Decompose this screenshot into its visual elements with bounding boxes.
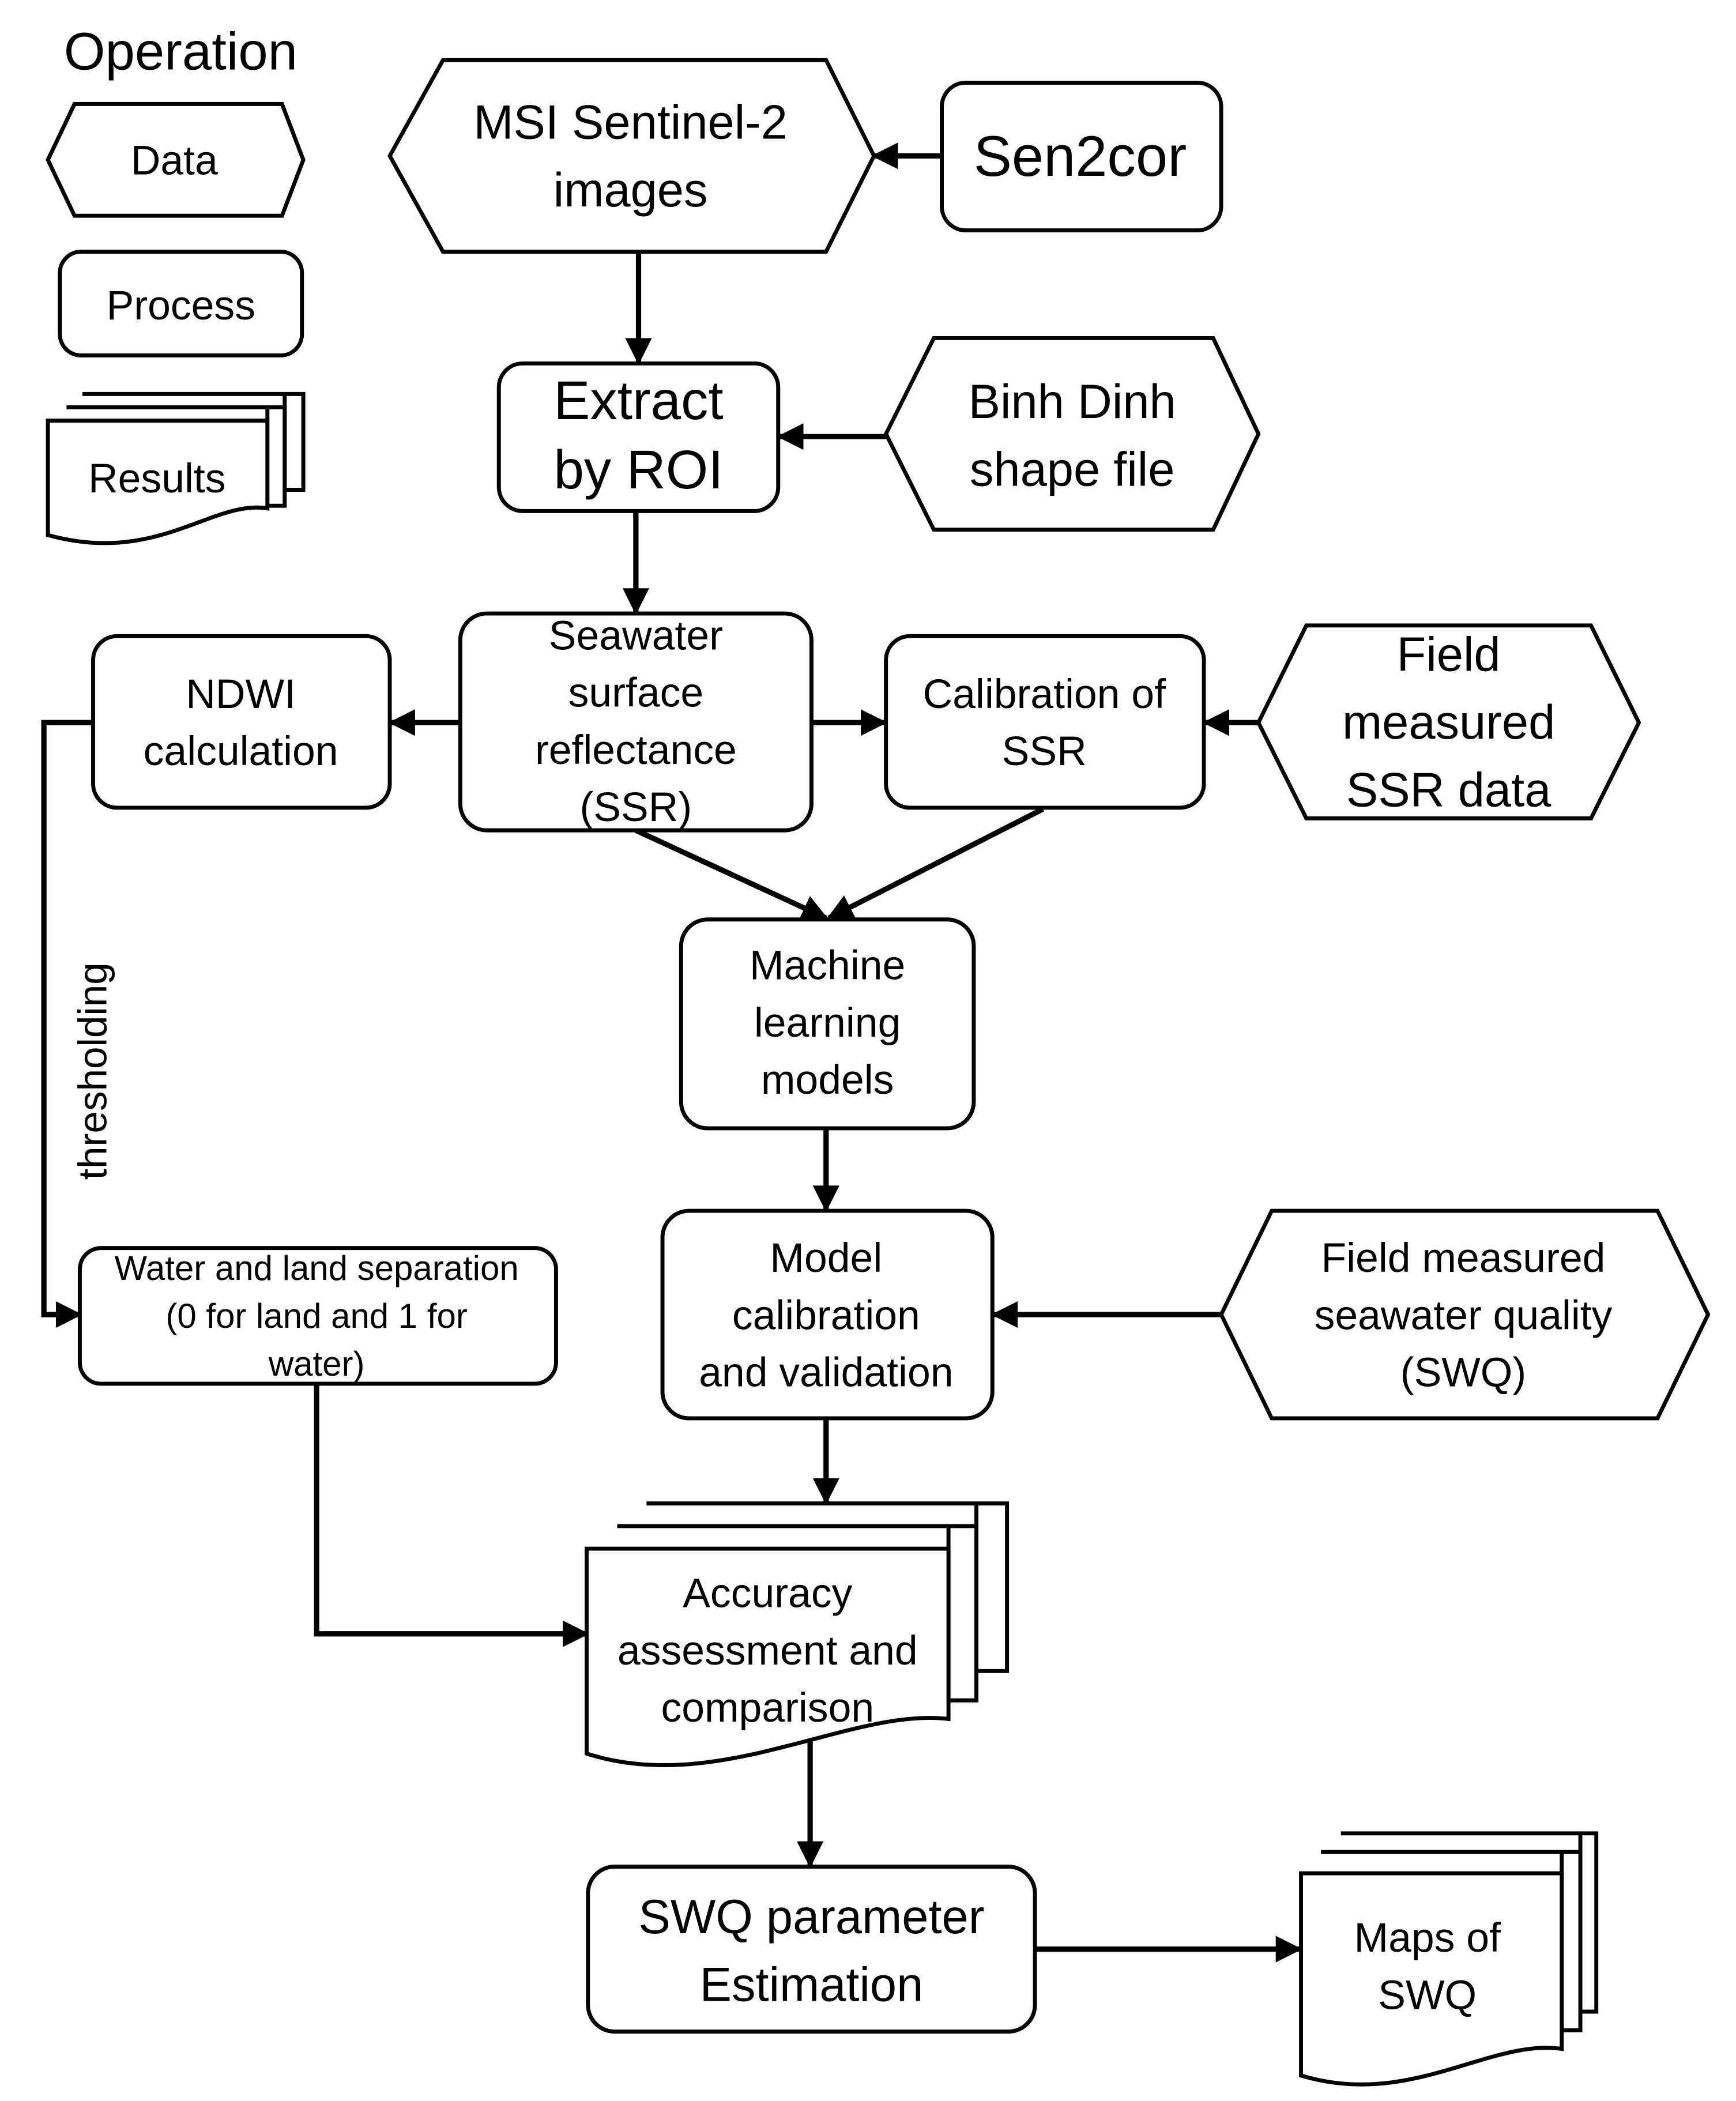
label-line: MSI Sentinel-2 bbox=[473, 95, 788, 149]
label-line: (SSR) bbox=[580, 784, 692, 830]
maps-text: Maps of SWQ bbox=[1354, 1915, 1501, 2018]
node-ndwi: NDWI calculation bbox=[91, 634, 392, 810]
label-line: Maps of bbox=[1354, 1915, 1501, 1961]
label-line: Estimation bbox=[700, 1958, 924, 2012]
label-line: comparison bbox=[661, 1685, 874, 1731]
label-line: Model bbox=[770, 1235, 882, 1281]
node-calibration-ssr: Calibration of SSR bbox=[884, 634, 1206, 810]
sen2cor-text: Sen2cor bbox=[974, 125, 1187, 189]
legend-data-label: Data bbox=[131, 138, 218, 184]
label-line: Sen2cor bbox=[974, 125, 1187, 189]
label-line: SWQ bbox=[1378, 1972, 1477, 2018]
label-line: and validation bbox=[699, 1350, 953, 1396]
edge-calibration-ml bbox=[826, 807, 1045, 921]
calibration-ssr-text: Calibration of SSR bbox=[923, 671, 1166, 774]
model-cal-text: Model calibration and validation bbox=[699, 1235, 953, 1395]
thresholding-label: thresholding bbox=[70, 962, 115, 1180]
legend: Operation Data Process Results bbox=[46, 21, 306, 545]
label-line: images bbox=[553, 163, 708, 217]
msi-text: MSI Sentinel-2 images bbox=[473, 95, 788, 217]
accuracy-text: Accuracy assessment and comparison bbox=[617, 1571, 918, 1731]
label-line: SSR data bbox=[1346, 763, 1552, 817]
node-sen2cor: Sen2cor bbox=[940, 80, 1223, 233]
label-line: shape file bbox=[970, 443, 1175, 496]
label-line: NDWI bbox=[186, 671, 296, 717]
edge-ndwi-waterland bbox=[41, 720, 92, 1328]
label-line: calibration bbox=[732, 1292, 920, 1338]
field-swq-text: Field measured seawater quality (SWQ) bbox=[1315, 1235, 1613, 1395]
label-line: calculation bbox=[144, 728, 338, 774]
binh-dinh-text: Binh Dinh shape file bbox=[969, 375, 1176, 496]
legend-title: Operation bbox=[64, 21, 298, 81]
extract-text: Extract by ROI bbox=[553, 370, 723, 500]
legend-process-shape: Process bbox=[58, 250, 304, 357]
node-accuracy: Accuracy assessment and comparison bbox=[585, 1501, 1010, 1767]
label-line: (SWQ) bbox=[1400, 1350, 1526, 1396]
label-line: water) bbox=[268, 1345, 365, 1383]
node-binh-dinh: Binh Dinh shape file bbox=[883, 336, 1261, 532]
label-line: SWQ parameter bbox=[638, 1890, 984, 1944]
ml-text: Machine learning models bbox=[750, 943, 905, 1103]
legend-data-shape: Data bbox=[46, 101, 306, 218]
edge-waterland-accuracy bbox=[314, 1383, 590, 1647]
node-water-land: Water and land separation (0 for land and… bbox=[77, 1246, 558, 1386]
node-maps: Maps of SWQ bbox=[1299, 1831, 1599, 2087]
legend-process-label: Process bbox=[107, 283, 255, 329]
label-line: Accuracy bbox=[683, 1571, 852, 1617]
node-field-swq: Field measured seawater quality (SWQ) bbox=[1219, 1208, 1711, 1421]
node-extract: Extract by ROI bbox=[496, 361, 781, 513]
label-line: seawater quality bbox=[1315, 1292, 1613, 1338]
node-ml: Machine learning models bbox=[679, 917, 976, 1131]
label-line: by ROI bbox=[553, 439, 723, 500]
node-ssr: Seawater surface reflectance (SSR) bbox=[458, 611, 814, 833]
ndwi-text: NDWI calculation bbox=[144, 671, 338, 774]
label-line: reflectance bbox=[535, 727, 737, 773]
label-line: assessment and bbox=[617, 1628, 918, 1674]
label-line: learning bbox=[754, 1000, 901, 1046]
label-line: Calibration of bbox=[923, 671, 1166, 717]
ssr-text: Seawater surface reflectance (SSR) bbox=[535, 612, 737, 830]
legend-results-shape: Results bbox=[46, 391, 306, 545]
label-line: models bbox=[761, 1057, 894, 1103]
water-land-text: Water and land separation (0 for land and… bbox=[115, 1249, 519, 1383]
label-line: Water and land separation bbox=[115, 1249, 519, 1287]
label-line: Seawater bbox=[549, 612, 723, 658]
label-line: SSR bbox=[1002, 728, 1087, 774]
node-model-cal: Model calibration and validation bbox=[660, 1208, 995, 1421]
label-line: Machine bbox=[750, 943, 905, 989]
edge-ssr-ml bbox=[634, 827, 829, 921]
edges: thresholding bbox=[41, 142, 1302, 1963]
label-line: Field bbox=[1397, 627, 1501, 681]
label-line: (0 for land and 1 for bbox=[165, 1297, 467, 1335]
label-line: Field measured bbox=[1321, 1235, 1606, 1281]
legend-results-label: Results bbox=[88, 455, 225, 502]
label-line: measured bbox=[1342, 695, 1555, 749]
label-line: Extract bbox=[553, 370, 723, 431]
label-line: Binh Dinh bbox=[969, 375, 1176, 428]
node-msi: MSI Sentinel-2 images bbox=[387, 58, 876, 254]
label-line: surface bbox=[568, 670, 704, 716]
